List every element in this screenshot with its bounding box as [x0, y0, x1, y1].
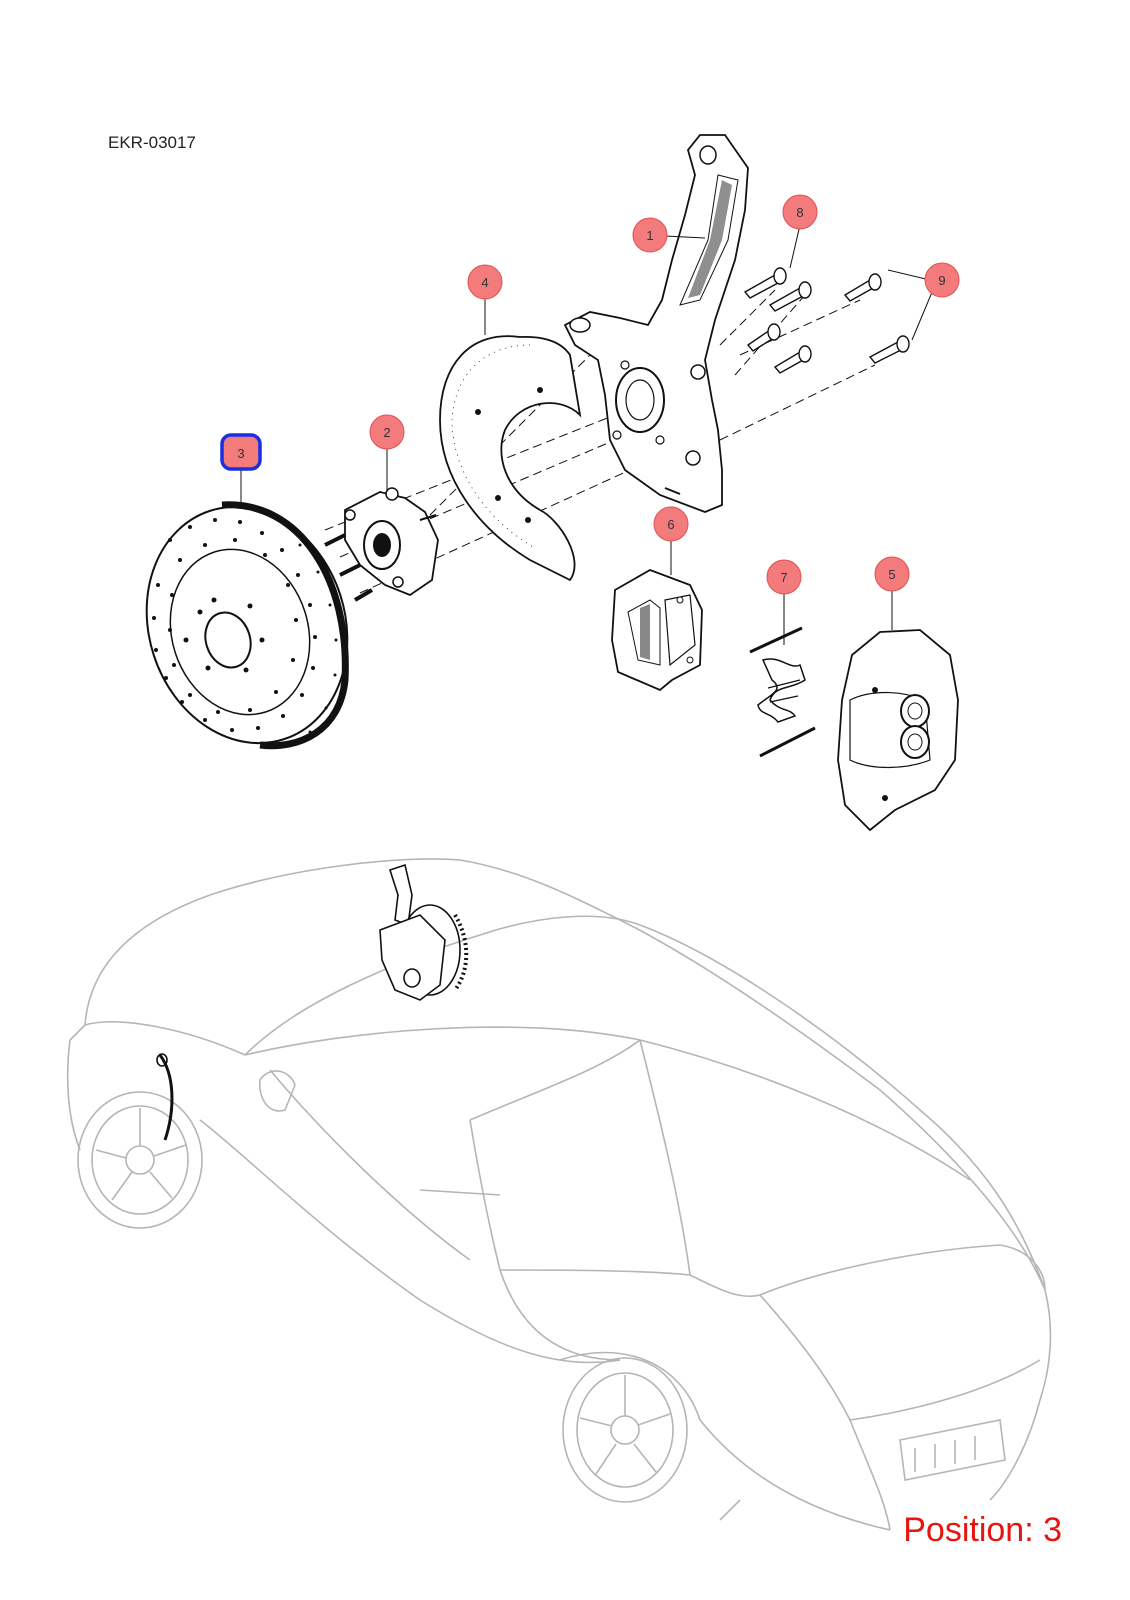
pad-pins-spring-part[interactable] [749, 626, 816, 758]
position-label: Position: 3 [903, 1511, 1062, 1549]
callout-leaders [240, 224, 936, 645]
vehicle-brake-highlight [156, 863, 469, 1141]
callout-8[interactable]: 8 [782, 194, 818, 230]
callout-2[interactable]: 2 [369, 414, 405, 450]
callout-7-label: 7 [780, 570, 787, 585]
brake-caliper-part[interactable] [837, 629, 959, 832]
callout-3-label: 3 [237, 446, 244, 461]
steering-knuckle-part[interactable] [563, 134, 749, 513]
callout-9-label: 9 [938, 273, 945, 288]
vehicle-overview [66, 858, 1052, 1531]
callout-8-label: 8 [796, 205, 803, 220]
brake-pads-part[interactable] [611, 569, 703, 692]
callout-4[interactable]: 4 [467, 264, 503, 300]
wheel-hub-part[interactable] [324, 487, 439, 602]
callout-1-label: 1 [646, 228, 653, 243]
document-code: EKR-03017 [108, 133, 196, 152]
selected-callout-highlight [220, 433, 262, 471]
callout-7[interactable]: 7 [766, 559, 802, 595]
callout-2-label: 2 [383, 425, 390, 440]
callouts: 1 2 3 4 5 6 7 [220, 194, 960, 595]
callout-9[interactable]: 9 [924, 262, 960, 298]
callout-4-label: 4 [481, 275, 488, 290]
callout-1[interactable]: 1 [632, 217, 668, 253]
callout-5-label: 5 [888, 567, 895, 582]
brake-disc-part[interactable] [117, 481, 378, 770]
dust-shield-part[interactable] [439, 335, 582, 582]
callout-3[interactable]: 3 [220, 433, 262, 471]
knuckle-bolts-part[interactable] [743, 267, 910, 374]
callout-6-label: 6 [667, 517, 674, 532]
callout-5[interactable]: 5 [874, 556, 910, 592]
callout-6[interactable]: 6 [653, 506, 689, 542]
